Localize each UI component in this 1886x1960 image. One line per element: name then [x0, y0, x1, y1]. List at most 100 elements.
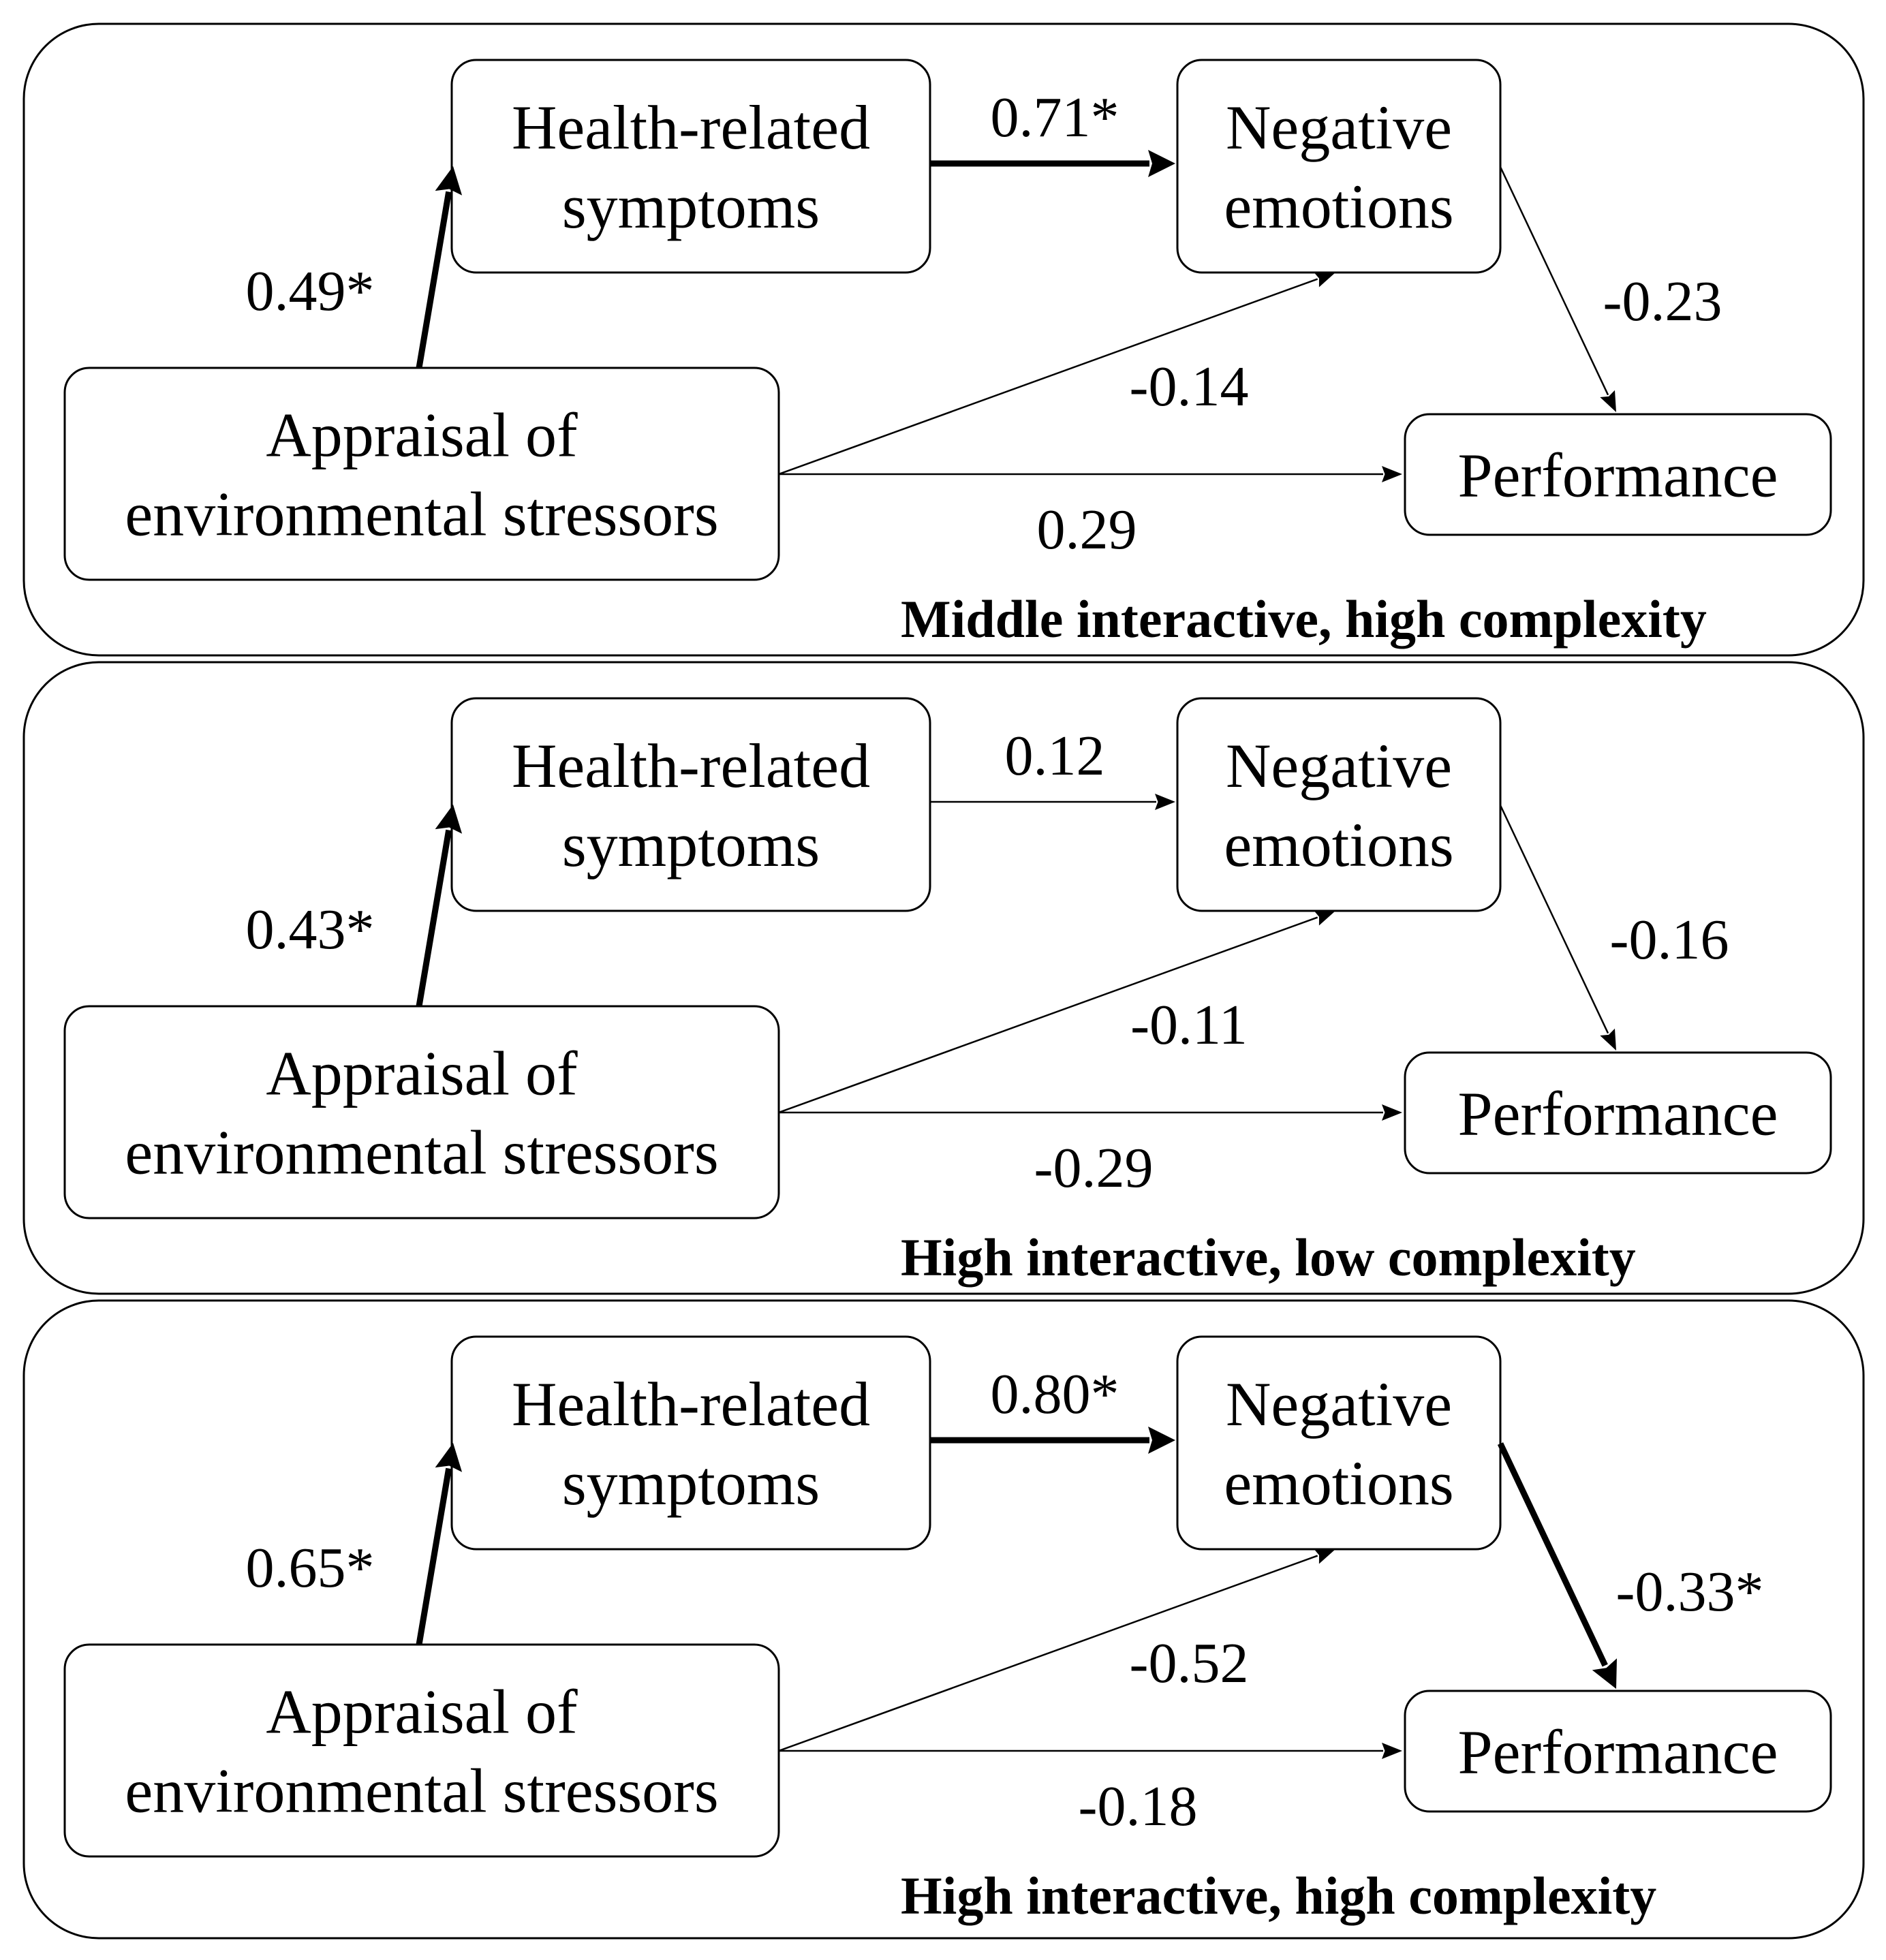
node-label: Health-related — [512, 731, 870, 800]
panel-2: Health-related symptoms Negative emotionsAp… — [22, 661, 1865, 1295]
node-label: Negative — [1226, 93, 1452, 162]
arrow-head-icon — [435, 166, 463, 196]
node-label: environmental stressors — [125, 1756, 718, 1826]
node-label: Negative — [1226, 731, 1452, 800]
path-arrow-line — [1499, 805, 1609, 1034]
arrow-head-icon — [1313, 909, 1335, 926]
path-coefficient-label: 0.43* — [246, 898, 375, 961]
node-label: Health-related — [512, 93, 870, 162]
node-label: Appraisal of — [266, 401, 578, 470]
arrow-head-icon — [435, 1443, 463, 1472]
arrow-head-icon — [1382, 1104, 1402, 1121]
node-label: Appraisal of — [266, 1039, 578, 1108]
path-appraisal-to-performance: -0.18 — [779, 1743, 1402, 1838]
node-appraisal: Appraisal of environmental stressors — [63, 1005, 780, 1219]
node-label: symptoms — [562, 172, 820, 241]
panel-title: High interactive, low complexity — [901, 1228, 1636, 1287]
path-coefficient-label: 0.65* — [246, 1536, 375, 1600]
path-coefficient-label: -0.16 — [1610, 908, 1729, 971]
node-label: Negative — [1226, 1369, 1452, 1439]
node-label: emotions — [1224, 1448, 1453, 1518]
arrow-head-icon — [1155, 794, 1175, 810]
path-arrow-line — [778, 1555, 1318, 1752]
path-coefficient-label: -0.29 — [1034, 1136, 1154, 1200]
path-health-to-negative: 0.80* — [930, 1363, 1175, 1454]
panel-title: Middle interactive, high complexity — [901, 589, 1707, 649]
path-appraisal-to-health: 0.49* — [246, 166, 463, 369]
path-negative-to-performance: -0.16 — [1499, 805, 1729, 1051]
path-health-to-negative: 0.12 — [930, 724, 1175, 810]
path-appraisal-to-negative: -0.11 — [778, 909, 1335, 1114]
node-health: Health-related symptoms — [450, 697, 931, 912]
path-coefficient-label: 0.49* — [246, 260, 375, 323]
arrow-head-icon — [1382, 1743, 1402, 1759]
node-box — [1176, 697, 1502, 912]
node-health: Health-related symptoms — [450, 1335, 931, 1551]
path-coefficient-label: -0.18 — [1079, 1775, 1198, 1838]
panel-title: High interactive, high complexity — [901, 1866, 1656, 1925]
arrow-head-icon — [1382, 466, 1402, 482]
path-coefficient-label: -0.23 — [1603, 270, 1722, 333]
node-box — [450, 697, 931, 912]
path-arrow-line — [416, 1467, 452, 1645]
arrow-head-icon — [1313, 1548, 1335, 1564]
node-negative: Negative emotions — [1176, 1335, 1502, 1551]
node-label: environmental stressors — [125, 480, 718, 549]
node-performance: Performance — [1404, 413, 1832, 536]
path-negative-to-performance: -0.23 — [1499, 166, 1722, 412]
node-label: environmental stressors — [125, 1118, 718, 1187]
node-box — [1404, 1690, 1832, 1813]
node-label: Performance — [1458, 1079, 1778, 1149]
node-label: Appraisal of — [266, 1677, 578, 1747]
path-coefficient-label: -0.11 — [1130, 993, 1248, 1057]
arrow-head-icon — [1148, 1427, 1175, 1454]
node-appraisal: Appraisal of environmental stressors — [63, 1643, 780, 1858]
path-arrow-line — [778, 278, 1318, 476]
arrow-head-icon — [1600, 1028, 1616, 1051]
path-coefficient-label: 0.29 — [1037, 498, 1137, 561]
node-label: Performance — [1458, 441, 1778, 510]
arrow-head-icon — [1313, 271, 1335, 287]
node-performance: Performance — [1404, 1051, 1832, 1175]
node-box — [1404, 1051, 1832, 1175]
node-health: Health-related symptoms — [450, 59, 931, 274]
path-arrow-line — [416, 191, 452, 369]
path-negative-to-performance: -0.33* — [1497, 1442, 1764, 1689]
path-arrow-line — [778, 916, 1318, 1114]
panel-3: Health-related symptoms Negative emotionsAp… — [22, 1299, 1865, 1940]
path-appraisal-to-negative: -0.52 — [778, 1548, 1335, 1752]
node-label: symptoms — [562, 1448, 820, 1518]
path-arrow-line — [416, 829, 452, 1007]
path-arrow-line — [1497, 1442, 1608, 1667]
node-label: Health-related — [512, 1369, 870, 1439]
node-appraisal: Appraisal of environmental stressors — [63, 367, 780, 581]
path-coefficient-label: -0.33* — [1616, 1560, 1764, 1623]
path-coefficient-label: 0.12 — [1005, 724, 1105, 788]
panel-1: Health-related symptoms Negative emotionsAp… — [22, 22, 1865, 657]
node-label: emotions — [1224, 172, 1453, 241]
arrow-head-icon — [1592, 1658, 1617, 1689]
arrow-head-icon — [1600, 390, 1616, 412]
node-negative: Negative emotions — [1176, 697, 1502, 912]
node-box — [1176, 1335, 1502, 1551]
path-appraisal-to-performance: 0.29 — [779, 466, 1402, 561]
node-performance: Performance — [1404, 1690, 1832, 1813]
path-appraisal-to-health: 0.43* — [246, 805, 463, 1007]
path-appraisal-to-performance: -0.29 — [779, 1104, 1402, 1200]
path-coefficient-label: -0.14 — [1130, 355, 1249, 418]
node-box — [1404, 413, 1832, 536]
path-appraisal-to-health: 0.65* — [246, 1443, 463, 1645]
path-health-to-negative: 0.71* — [930, 86, 1175, 177]
node-label: Performance — [1458, 1717, 1778, 1787]
path-coefficient-label: 0.80* — [991, 1363, 1119, 1426]
arrow-head-icon — [435, 805, 463, 834]
node-box — [1176, 59, 1502, 274]
node-label: symptoms — [562, 810, 820, 880]
node-label: emotions — [1224, 810, 1453, 880]
path-arrow-line — [1499, 166, 1609, 396]
arrow-head-icon — [1148, 150, 1175, 177]
path-coefficient-label: 0.71* — [991, 86, 1119, 149]
path-coefficient-label: -0.52 — [1130, 1632, 1249, 1695]
path-appraisal-to-negative: -0.14 — [778, 271, 1335, 476]
